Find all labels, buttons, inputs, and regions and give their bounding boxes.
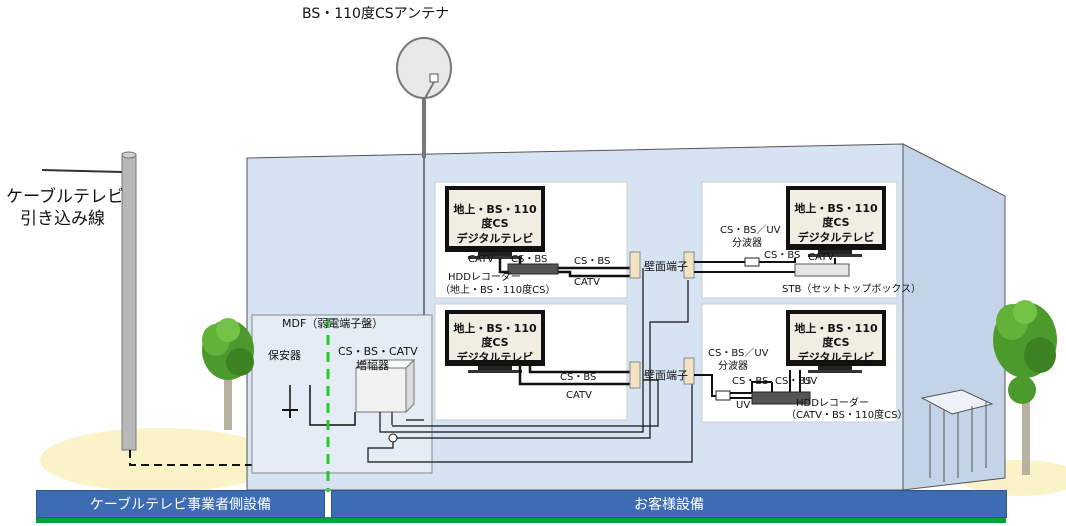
br-recorder-label-2: （CATV・BS・110度CS） bbox=[786, 410, 908, 421]
amplifier-label-1: CS・BS・CATV bbox=[338, 345, 418, 358]
gate-structure bbox=[920, 389, 994, 482]
tv-screen-line-2: デジタルテレビ bbox=[456, 231, 534, 245]
wall-terminal-top-right bbox=[683, 251, 695, 279]
wall-terminal-bottom-right bbox=[683, 357, 695, 385]
cable-line-label-2: 引き込み線 bbox=[20, 209, 105, 229]
footer-customer-side: お客様設備 bbox=[331, 490, 1007, 518]
tr-splitter-label-1: CS・BS／UV bbox=[720, 225, 781, 236]
br-uv-label-2: UV bbox=[736, 400, 751, 411]
tv-screen-line-1: 地上・BS・110度CS bbox=[794, 322, 878, 350]
tv-screen-line-1: 地上・BS・110度CS bbox=[453, 322, 537, 350]
stb-box bbox=[794, 263, 850, 277]
tree-left bbox=[202, 318, 254, 430]
br-cs-bs-label-2: CS・BS bbox=[775, 376, 812, 387]
wall-terminal-label-bottom: 壁面端子 bbox=[644, 369, 688, 382]
tv-top-right bbox=[786, 186, 886, 257]
tv-screen-line-2: デジタルテレビ bbox=[456, 350, 534, 364]
tr-cs-bs-label: CS・BS bbox=[764, 250, 801, 261]
amplifier-label-2: 増幅器 bbox=[356, 359, 389, 372]
hdd-recorder-bottom bbox=[751, 391, 811, 405]
br-cs-bs-label-1: CS・BS bbox=[732, 376, 769, 387]
splitter-node bbox=[388, 433, 398, 443]
ground-line bbox=[36, 517, 1006, 523]
tv-screen-line-1: 地上・BS・110度CS bbox=[794, 202, 878, 230]
tv-bottom-right-text: 地上・BS・110度CS デジタルテレビ bbox=[790, 322, 882, 365]
tr-splitter-label-2: 分波器 bbox=[732, 238, 762, 249]
br-uv-label-1: UV bbox=[803, 376, 818, 387]
amplifier-box bbox=[355, 367, 407, 413]
splitter-top-right bbox=[744, 257, 760, 267]
tl-cs-bs-label-2: CS・BS bbox=[574, 256, 611, 267]
protector-label: 保安器 bbox=[268, 349, 301, 362]
tv-bottom-left bbox=[445, 310, 545, 373]
wall-terminal-top-left bbox=[629, 251, 641, 279]
splitter-bottom-right bbox=[715, 390, 731, 401]
antenna-label: BS・110度CSアンテナ bbox=[302, 6, 450, 22]
ground-light bbox=[40, 428, 280, 492]
tl-catv-label-2: CATV bbox=[574, 277, 600, 288]
tr-catv-label: CATV bbox=[808, 252, 834, 263]
antenna-dish bbox=[396, 37, 452, 99]
tv-screen-line-2: デジタルテレビ bbox=[797, 350, 875, 364]
overhead-cable bbox=[41, 169, 123, 173]
tl-recorder-label-1: HDDレコーダー bbox=[448, 272, 521, 283]
mdf-label: MDF（弱電端子盤） bbox=[282, 317, 384, 330]
tv-screen-line-2: デジタルテレビ bbox=[797, 230, 875, 244]
bl-cs-bs-label: CS・BS bbox=[560, 372, 597, 383]
tree-right bbox=[993, 300, 1057, 475]
br-recorder-label-1: HDDレコーダー bbox=[796, 398, 869, 409]
antenna-feed bbox=[429, 73, 439, 83]
tv-bottom-left-text: 地上・BS・110度CS デジタルテレビ bbox=[449, 322, 541, 365]
wall-terminal-bottom-left bbox=[629, 361, 641, 389]
tl-catv-label: CATV bbox=[468, 254, 494, 265]
tv-top-left bbox=[445, 186, 545, 259]
tv-bottom-right bbox=[786, 310, 886, 373]
wall-terminal-label-top: 壁面端子 bbox=[644, 260, 688, 273]
tr-stb-label: STB（セットトップボックス） bbox=[782, 284, 922, 295]
tv-top-left-text: 地上・BS・110度CS デジタルテレビ bbox=[449, 203, 541, 246]
utility-pole bbox=[121, 154, 137, 451]
footer-operator-side: ケーブルテレビ事業者側設備 bbox=[36, 490, 325, 518]
tv-screen-line-1: 地上・BS・110度CS bbox=[453, 203, 537, 231]
tl-cs-bs-label-1: CS・BS bbox=[511, 254, 548, 265]
br-splitter-label-1: CS・BS／UV bbox=[708, 348, 769, 359]
cable-line-label-1: ケーブルテレビ bbox=[6, 187, 124, 207]
building-side bbox=[902, 143, 1006, 491]
tl-recorder-label-2: （地上・BS・110度CS） bbox=[440, 285, 556, 296]
bl-catv-label: CATV bbox=[566, 390, 592, 401]
tv-top-right-text: 地上・BS・110度CS デジタルテレビ bbox=[790, 202, 882, 245]
br-splitter-label-2: 分波器 bbox=[718, 361, 748, 372]
